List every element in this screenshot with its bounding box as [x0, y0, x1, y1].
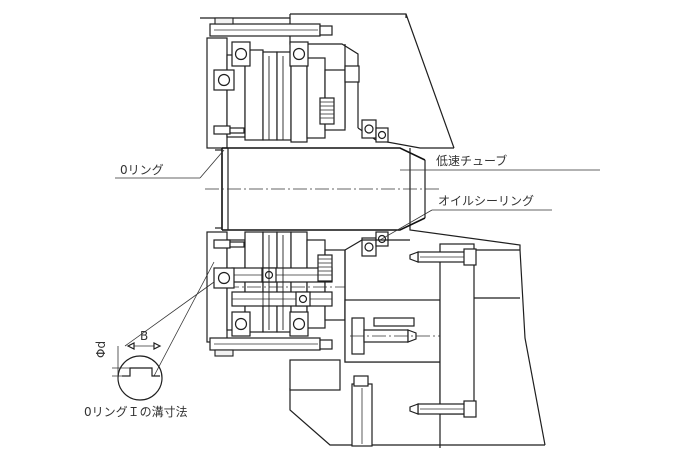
- groove-detail: Φd B 0リングＩの溝寸法: [84, 261, 215, 419]
- label-oil-seal-ring: オイルシーリング: [379, 194, 552, 241]
- b-label: B: [140, 329, 148, 343]
- groove-dimensions-label: 0リングＩの溝寸法: [84, 405, 188, 419]
- oil-seal-ring-label: オイルシーリング: [438, 194, 534, 208]
- label-low-speed-tube: 低速チューブ: [400, 153, 600, 171]
- mount-block: [289, 359, 341, 391]
- bearing-shaft-upper: [361, 119, 389, 143]
- output-flange: [344, 239, 520, 448]
- bearing-lower-left: [213, 267, 235, 289]
- phi-d-label: Φd: [94, 341, 108, 358]
- bearing-shaft-lower: [361, 231, 389, 257]
- bearing-bottom-right: [289, 311, 309, 337]
- bolt-right-upper: [409, 248, 477, 266]
- o-ring-label: 0リング: [120, 163, 164, 177]
- gear-teeth-top: [319, 97, 335, 125]
- label-o-ring: 0リング: [115, 149, 225, 179]
- lower-assembly: [206, 231, 389, 357]
- low-speed-tube-label: 低速チューブ: [436, 153, 507, 168]
- bearing-mid-left: [213, 69, 235, 91]
- bearing-top-left: [231, 41, 251, 67]
- screws-left: [213, 125, 245, 249]
- bolt-vertical-bottom: [351, 375, 373, 447]
- gear-teeth-lower: [317, 254, 333, 282]
- low-speed-tube: [205, 147, 440, 231]
- bolt-right-lower: [409, 400, 477, 418]
- upper-assembly: [206, 17, 389, 149]
- bearing-top-right: [289, 41, 309, 67]
- bearing-bottom-left: [231, 311, 251, 337]
